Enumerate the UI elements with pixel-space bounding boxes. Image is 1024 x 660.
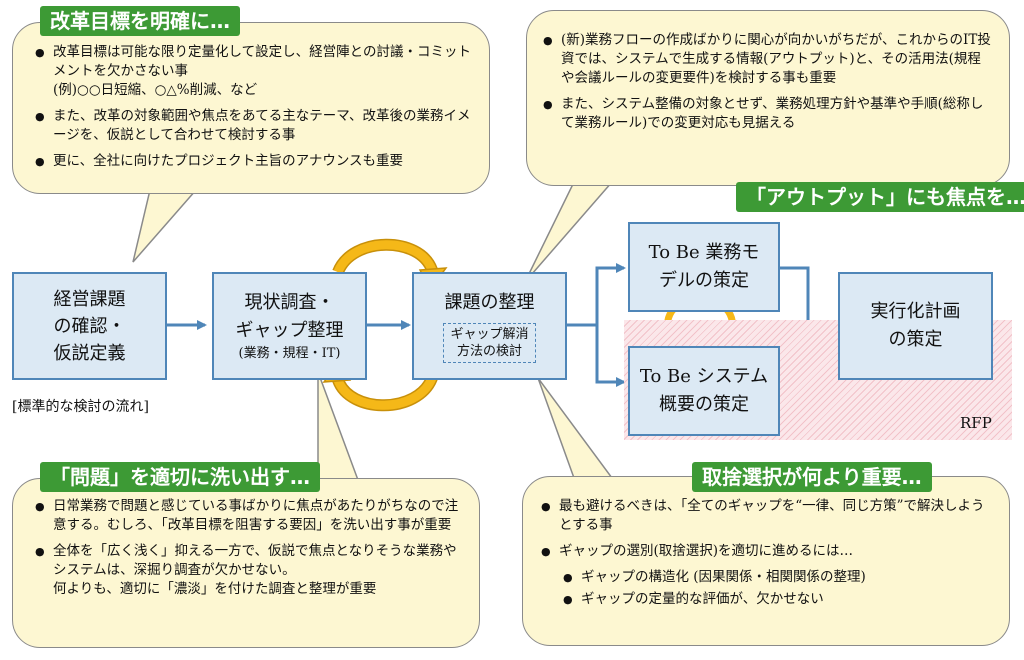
output-label: 「アウトプット」にも焦点を…: [736, 182, 1024, 212]
box-issue-organizing-title: 課題の整理: [444, 292, 535, 313]
problem-point-2: 全体を「広く浅く」抑える一方で、仮説で焦点となりそうな業務やシステムは、深掘り調…: [35, 542, 463, 599]
choice-bubble: 最も避けるべきは、「全てのギャップを“一律、同じ方策”で解決しようとする事 ギャ…: [522, 476, 1010, 646]
output-point-2: また、システム整備の対象とせず、業務処理方針や基準や手順(総称して業務ルール)で…: [543, 95, 993, 133]
problem-bubble: 日常業務で問題と感じている事ばかりに焦点があたりがちなので注意する。むしろ、「改…: [12, 478, 480, 648]
box-tobe-system-text: To Be システム 概要の策定: [639, 366, 769, 415]
box-tobe-business: To Be 業務モ デルの策定: [628, 222, 780, 312]
problem-point-1: 日常業務で問題と感じている事ばかりに焦点があたりがちなので注意する。むしろ、「改…: [35, 497, 463, 535]
goal-point-2: また、改革の対象範囲や焦点をあてる主なテーマ、改革後の業務イメージを、仮説として…: [35, 107, 471, 145]
flow-caption: [標準的な検討の流れ]: [12, 399, 149, 415]
choice-point-2: ギャップの選別(取捨選択)を適切に進めるには…: [541, 542, 993, 561]
flow-arrow-split-2: [595, 325, 626, 387]
box-tobe-system: To Be システム 概要の策定: [628, 346, 780, 436]
flow-arrow-split: [567, 263, 626, 327]
box-current-survey: 現状調査・ ギャップ整理 (業務・規程・IT): [212, 272, 367, 380]
box-execution-plan-text: 実行化計画 の策定: [870, 301, 961, 350]
output-point-1: (新)業務フローの作成ばかりに関心が向かいがちだが、これからのIT投資では、シス…: [543, 31, 993, 88]
rfp-label: RFP: [960, 414, 992, 432]
box-tobe-business-text: To Be 業務モ デルの策定: [648, 242, 760, 291]
goal-label: 改革目標を明確に…: [40, 6, 240, 36]
box-issue-organizing: 課題の整理 ギャップ解消 方法の検討: [412, 272, 567, 380]
choice-label: 取捨選択が何より重要…: [692, 462, 932, 492]
output-bubble: (新)業務フローの作成ばかりに関心が向かいがちだが、これからのIT投資では、シス…: [526, 10, 1010, 186]
box-management-issue: 経営課題 の確認・ 仮説定義: [12, 272, 167, 380]
choice-sub-point-1: ギャップの構造化 (因果関係・相関関係の整理): [563, 568, 993, 587]
choice-point-1: 最も避けるべきは、「全てのギャップを“一律、同じ方策”で解決しようとする事: [541, 497, 993, 535]
goal-bubble: 改革目標は可能な限り定量化して設定し、経営陣との討議・コミットメントを欠かさない…: [12, 22, 490, 194]
choice-sub-point-2: ギャップの定量的な評価が、欠かせない: [563, 590, 993, 609]
bubble-tail-top-left: [132, 189, 198, 263]
box-gap-resolution: ギャップ解消 方法の検討: [443, 323, 536, 363]
bubble-tail-bottom-right: [537, 377, 614, 479]
goal-point-3: 更に、全社に向けたプロジェクト主旨のアナウンスも重要: [35, 152, 471, 171]
box-execution-plan: 実行化計画 の策定: [838, 272, 993, 380]
box-current-survey-sub: (業務・規程・IT): [238, 346, 341, 361]
box-management-issue-text: 経営課題 の確認・ 仮説定義: [53, 288, 126, 364]
problem-label: 「問題」を適切に洗い出す…: [40, 462, 320, 492]
box-current-survey-title: 現状調査・ ギャップ整理: [235, 292, 344, 341]
goal-point-1: 改革目標は可能な限り定量化して設定し、経営陣との討議・コミットメントを欠かさない…: [35, 43, 471, 100]
